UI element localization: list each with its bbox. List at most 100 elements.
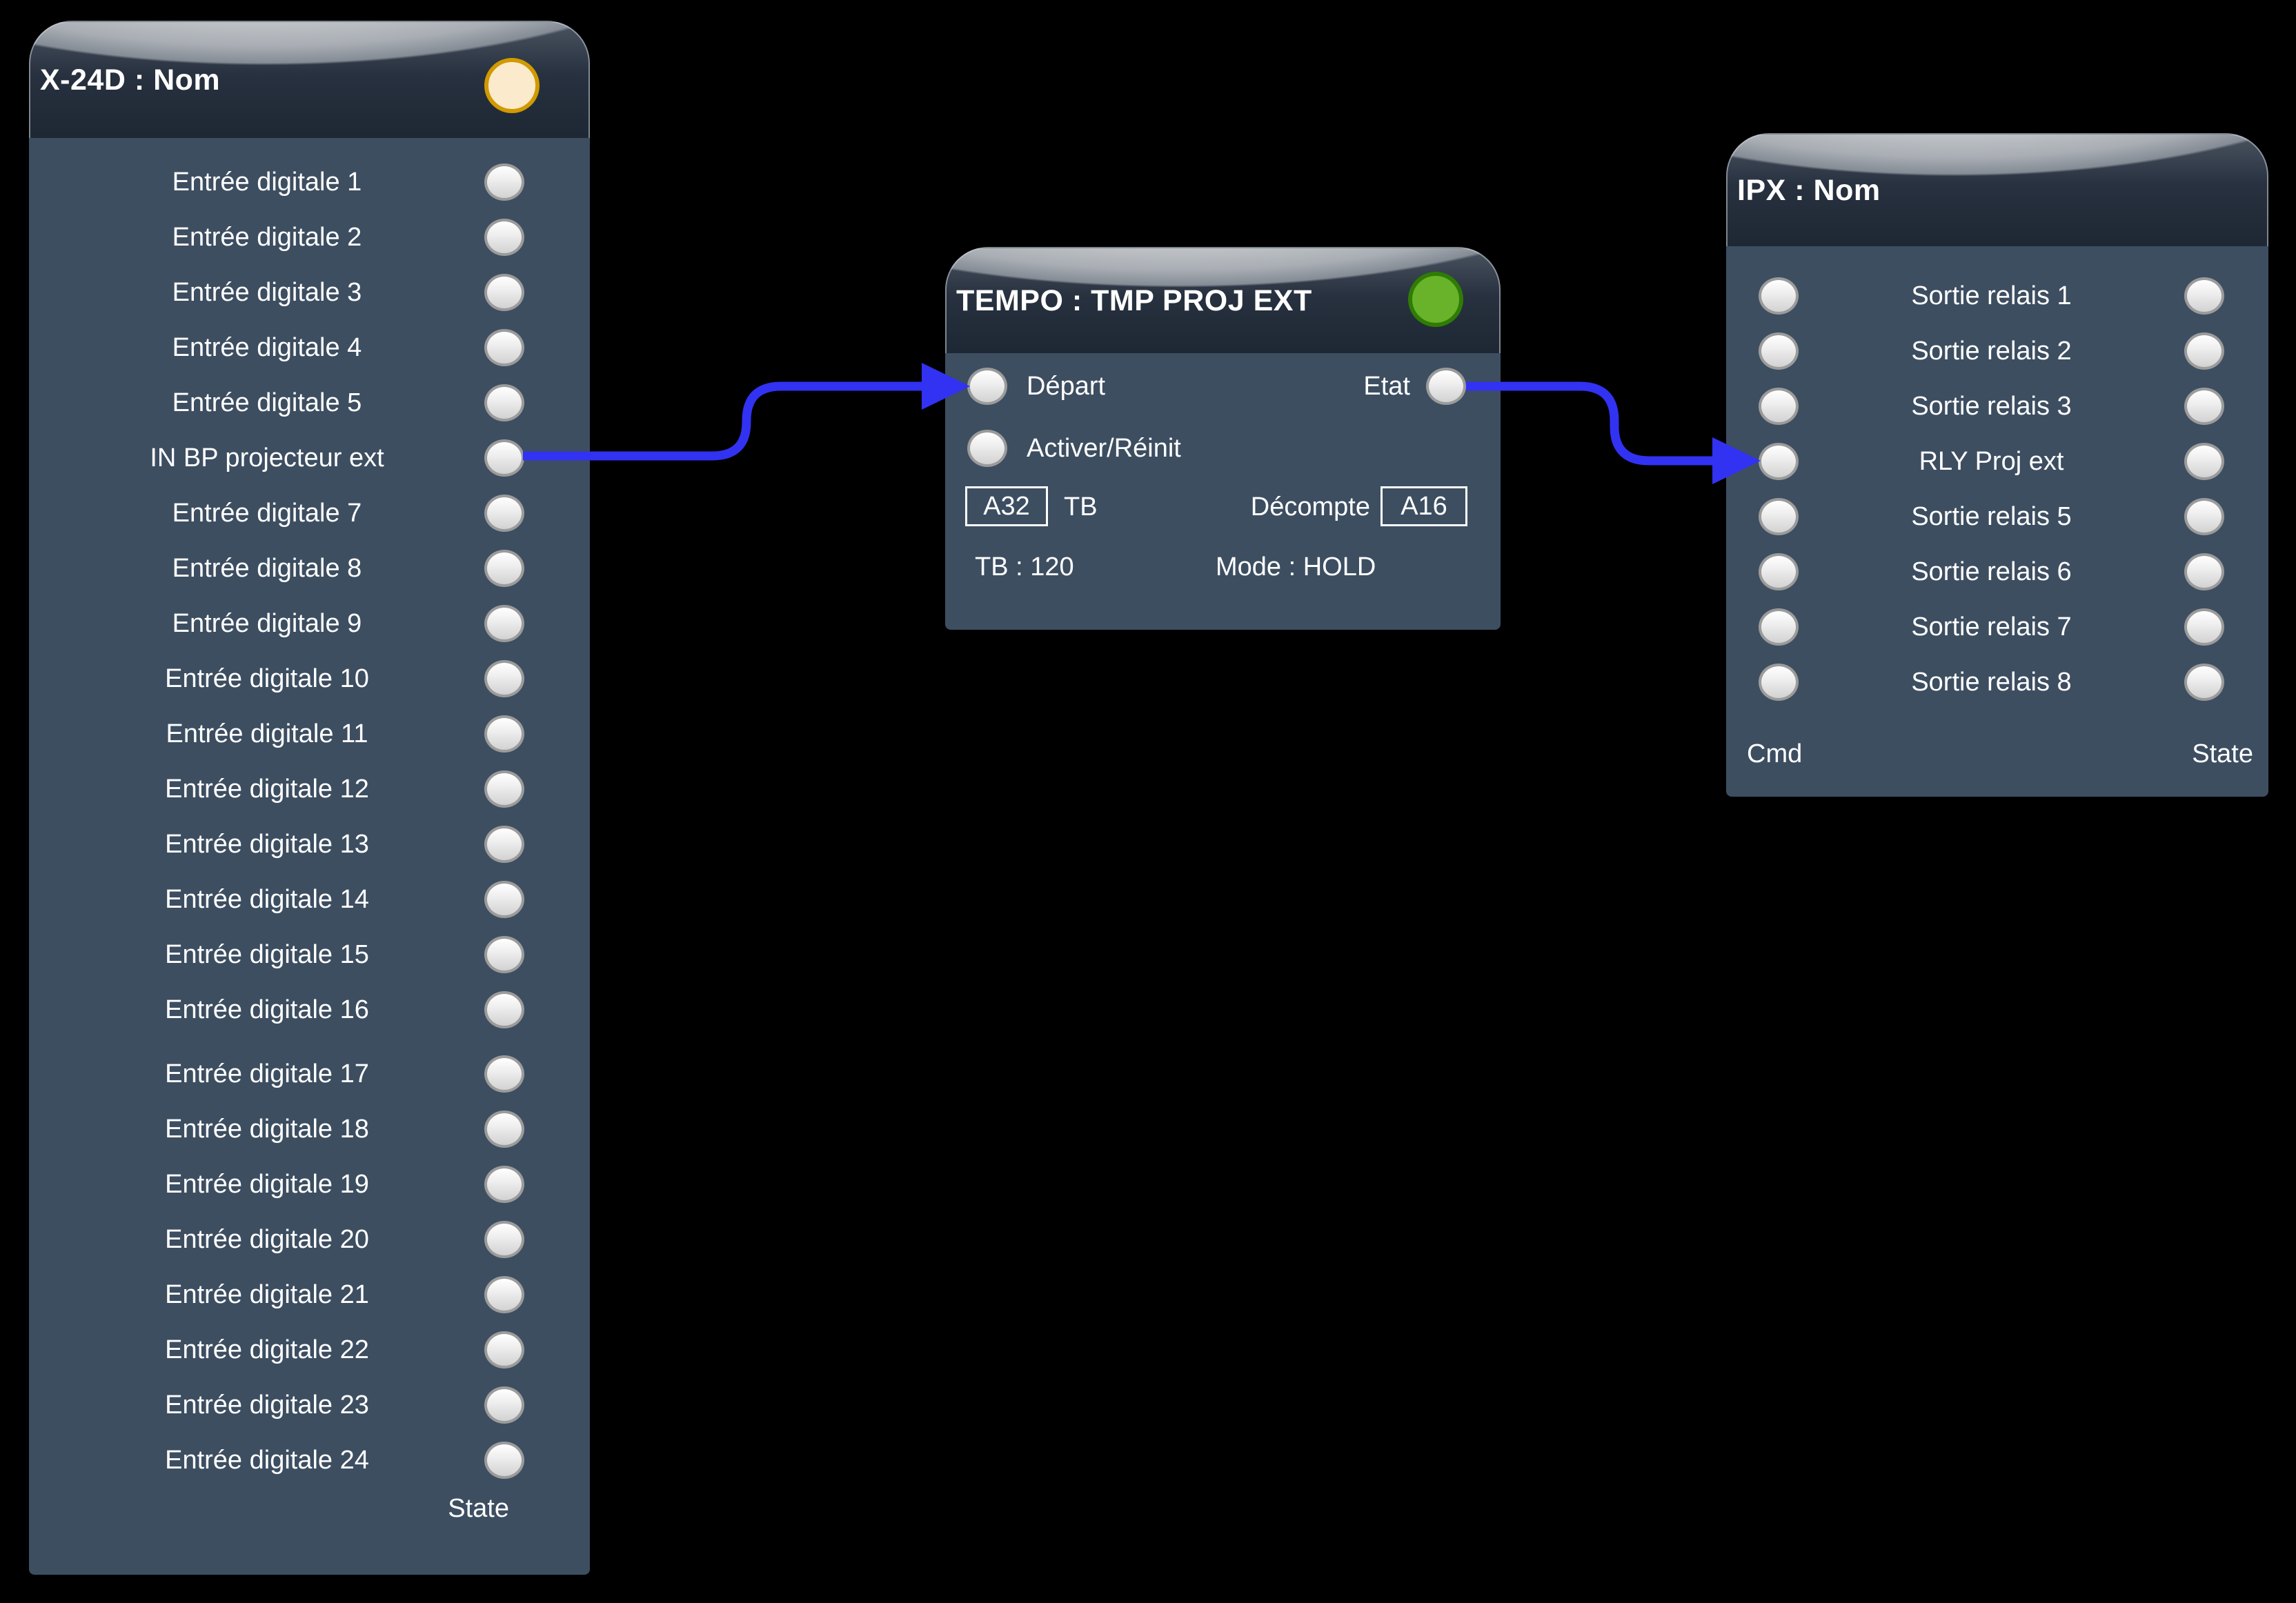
node-ipx-body: Sortie relais 1 Sortie relais 2 Sortie r… bbox=[1726, 246, 2268, 797]
digital-input-row: Entrée digitale 18 bbox=[50, 1102, 524, 1157]
digital-input-state-port[interactable] bbox=[484, 439, 524, 477]
digital-input-label: Entrée digitale 4 bbox=[172, 332, 362, 362]
node-ipx[interactable]: IPX : Nom Sortie relais 1 Sortie relais … bbox=[1726, 133, 2268, 797]
digital-input-state-port[interactable] bbox=[484, 329, 524, 366]
digital-input-row: Entrée digitale 17 bbox=[50, 1046, 524, 1102]
relay-cmd-port[interactable] bbox=[1759, 664, 1799, 701]
digital-input-row: Entrée digitale 13 bbox=[50, 817, 524, 872]
relay-state-port[interactable] bbox=[2184, 277, 2224, 315]
relay-cmd-port[interactable] bbox=[1759, 277, 1799, 315]
digital-input-state-port[interactable] bbox=[484, 881, 524, 918]
relay-state-port[interactable] bbox=[2184, 553, 2224, 590]
relay-output-row: Sortie relais 8 bbox=[1759, 655, 2224, 710]
node-ipx-header[interactable]: IPX : Nom bbox=[1726, 133, 2268, 246]
digital-input-row: Entrée digitale 10 bbox=[50, 651, 524, 706]
digital-input-state-port[interactable] bbox=[484, 826, 524, 863]
digital-input-state-port[interactable] bbox=[484, 715, 524, 753]
digital-input-label: Entrée digitale 17 bbox=[165, 1059, 369, 1088]
wire-tempo-to-ipx-arrowhead[interactable] bbox=[1712, 437, 1761, 484]
tempo-tb-label: TB bbox=[1064, 492, 1098, 521]
digital-input-label: Entrée digitale 18 bbox=[165, 1114, 369, 1144]
tempo-depart-label: Départ bbox=[1027, 372, 1106, 401]
relay-state-port[interactable] bbox=[2184, 608, 2224, 646]
node-tempo-status-indicator bbox=[1408, 272, 1463, 327]
digital-input-label: Entrée digitale 7 bbox=[172, 498, 362, 528]
relay-output-label: Sortie relais 3 bbox=[1911, 391, 2072, 421]
digital-input-row: Entrée digitale 15 bbox=[50, 927, 524, 982]
digital-input-label: Entrée digitale 19 bbox=[165, 1169, 369, 1199]
digital-input-state-port[interactable] bbox=[484, 219, 524, 256]
tempo-activer-label: Activer/Réinit bbox=[1027, 434, 1181, 463]
relay-cmd-port[interactable] bbox=[1759, 388, 1799, 425]
wire-tempo-to-ipx-path[interactable] bbox=[1466, 381, 1715, 466]
digital-input-state-port[interactable] bbox=[484, 605, 524, 642]
digital-input-state-port[interactable] bbox=[484, 495, 524, 532]
relay-state-port[interactable] bbox=[2184, 332, 2224, 370]
node-tempo[interactable]: TEMPO : TMP PROJ EXT Départ Etat Activer… bbox=[945, 247, 1501, 630]
relay-output-label: Sortie relais 1 bbox=[1911, 281, 2072, 310]
wire-x24d-to-tempo-arrowhead[interactable] bbox=[922, 363, 970, 410]
tempo-tb-value: TB : 120 bbox=[975, 552, 1074, 581]
tempo-etat-label: Etat bbox=[1363, 372, 1410, 401]
node-x24d[interactable]: X-24D : Nom Entrée digitale 1 Entrée dig… bbox=[29, 21, 590, 1575]
relay-state-port[interactable] bbox=[2184, 664, 2224, 701]
relay-output-label: Sortie relais 5 bbox=[1911, 501, 2072, 531]
node-ipx-title: IPX : Nom bbox=[1737, 173, 1881, 207]
relay-cmd-port[interactable] bbox=[1759, 332, 1799, 370]
tempo-decompte-assign-box[interactable]: A16 bbox=[1380, 486, 1467, 526]
relay-state-port[interactable] bbox=[2184, 443, 2224, 480]
tempo-tb-assign-box[interactable]: A32 bbox=[965, 486, 1048, 526]
node-tempo-header[interactable]: TEMPO : TMP PROJ EXT bbox=[945, 247, 1501, 353]
tempo-etat-port[interactable] bbox=[1426, 368, 1466, 405]
digital-input-row: Entrée digitale 2 bbox=[50, 210, 524, 265]
digital-input-label: Entrée digitale 9 bbox=[172, 608, 362, 638]
tempo-depart-port[interactable] bbox=[967, 368, 1007, 405]
digital-input-row: Entrée digitale 24 bbox=[50, 1433, 524, 1488]
digital-input-state-port[interactable] bbox=[484, 1055, 524, 1093]
digital-input-state-port[interactable] bbox=[484, 1442, 524, 1479]
digital-input-state-port[interactable] bbox=[484, 163, 524, 201]
digital-input-state-port[interactable] bbox=[484, 384, 524, 421]
node-x24d-title: X-24D : Nom bbox=[40, 63, 221, 97]
state-column-label: State bbox=[448, 1493, 509, 1523]
digital-input-row: Entrée digitale 11 bbox=[50, 706, 524, 761]
digital-input-row: Entrée digitale 8 bbox=[50, 541, 524, 596]
digital-input-state-port[interactable] bbox=[484, 550, 524, 587]
relay-output-label: Sortie relais 2 bbox=[1911, 336, 2072, 366]
relay-cmd-port[interactable] bbox=[1759, 498, 1799, 535]
relay-cmd-port[interactable] bbox=[1759, 608, 1799, 646]
digital-input-label: Entrée digitale 1 bbox=[172, 167, 362, 197]
digital-input-label: Entrée digitale 10 bbox=[165, 664, 369, 693]
ipx-footer: Cmd State bbox=[1747, 733, 2253, 775]
node-x24d-status-indicator bbox=[484, 58, 540, 113]
tempo-activer-port[interactable] bbox=[967, 430, 1007, 467]
relay-state-port[interactable] bbox=[2184, 388, 2224, 425]
relay-cmd-port[interactable] bbox=[1759, 553, 1799, 590]
digital-input-state-port[interactable] bbox=[484, 660, 524, 697]
digital-input-state-port[interactable] bbox=[484, 274, 524, 311]
digital-input-state-port[interactable] bbox=[484, 1221, 524, 1258]
relay-output-label: Sortie relais 8 bbox=[1911, 667, 2072, 697]
relay-output-row: Sortie relais 5 bbox=[1759, 489, 2224, 544]
digital-input-state-port[interactable] bbox=[484, 991, 524, 1028]
state-column-label: State bbox=[2192, 739, 2253, 768]
wire-x24d-to-tempo-path[interactable] bbox=[523, 381, 926, 461]
wire-x24d-to-tempo[interactable] bbox=[523, 363, 970, 461]
wire-tempo-to-ipx[interactable] bbox=[1466, 381, 1761, 484]
digital-input-state-port[interactable] bbox=[484, 1331, 524, 1368]
digital-input-row: Entrée digitale 16 bbox=[50, 982, 524, 1037]
digital-input-label: IN BP projecteur ext bbox=[150, 443, 384, 472]
node-x24d-header[interactable]: X-24D : Nom bbox=[29, 21, 590, 138]
relay-cmd-port[interactable] bbox=[1759, 443, 1799, 480]
relay-state-port[interactable] bbox=[2184, 498, 2224, 535]
digital-input-state-port[interactable] bbox=[484, 1111, 524, 1148]
digital-input-state-port[interactable] bbox=[484, 770, 524, 808]
digital-input-row: Entrée digitale 9 bbox=[50, 596, 524, 651]
digital-input-state-port[interactable] bbox=[484, 936, 524, 973]
digital-input-row: Entrée digitale 12 bbox=[50, 761, 524, 817]
digital-input-state-port[interactable] bbox=[484, 1166, 524, 1203]
digital-input-row: Entrée digitale 14 bbox=[50, 872, 524, 927]
digital-input-state-port[interactable] bbox=[484, 1386, 524, 1424]
digital-input-state-port[interactable] bbox=[484, 1276, 524, 1313]
